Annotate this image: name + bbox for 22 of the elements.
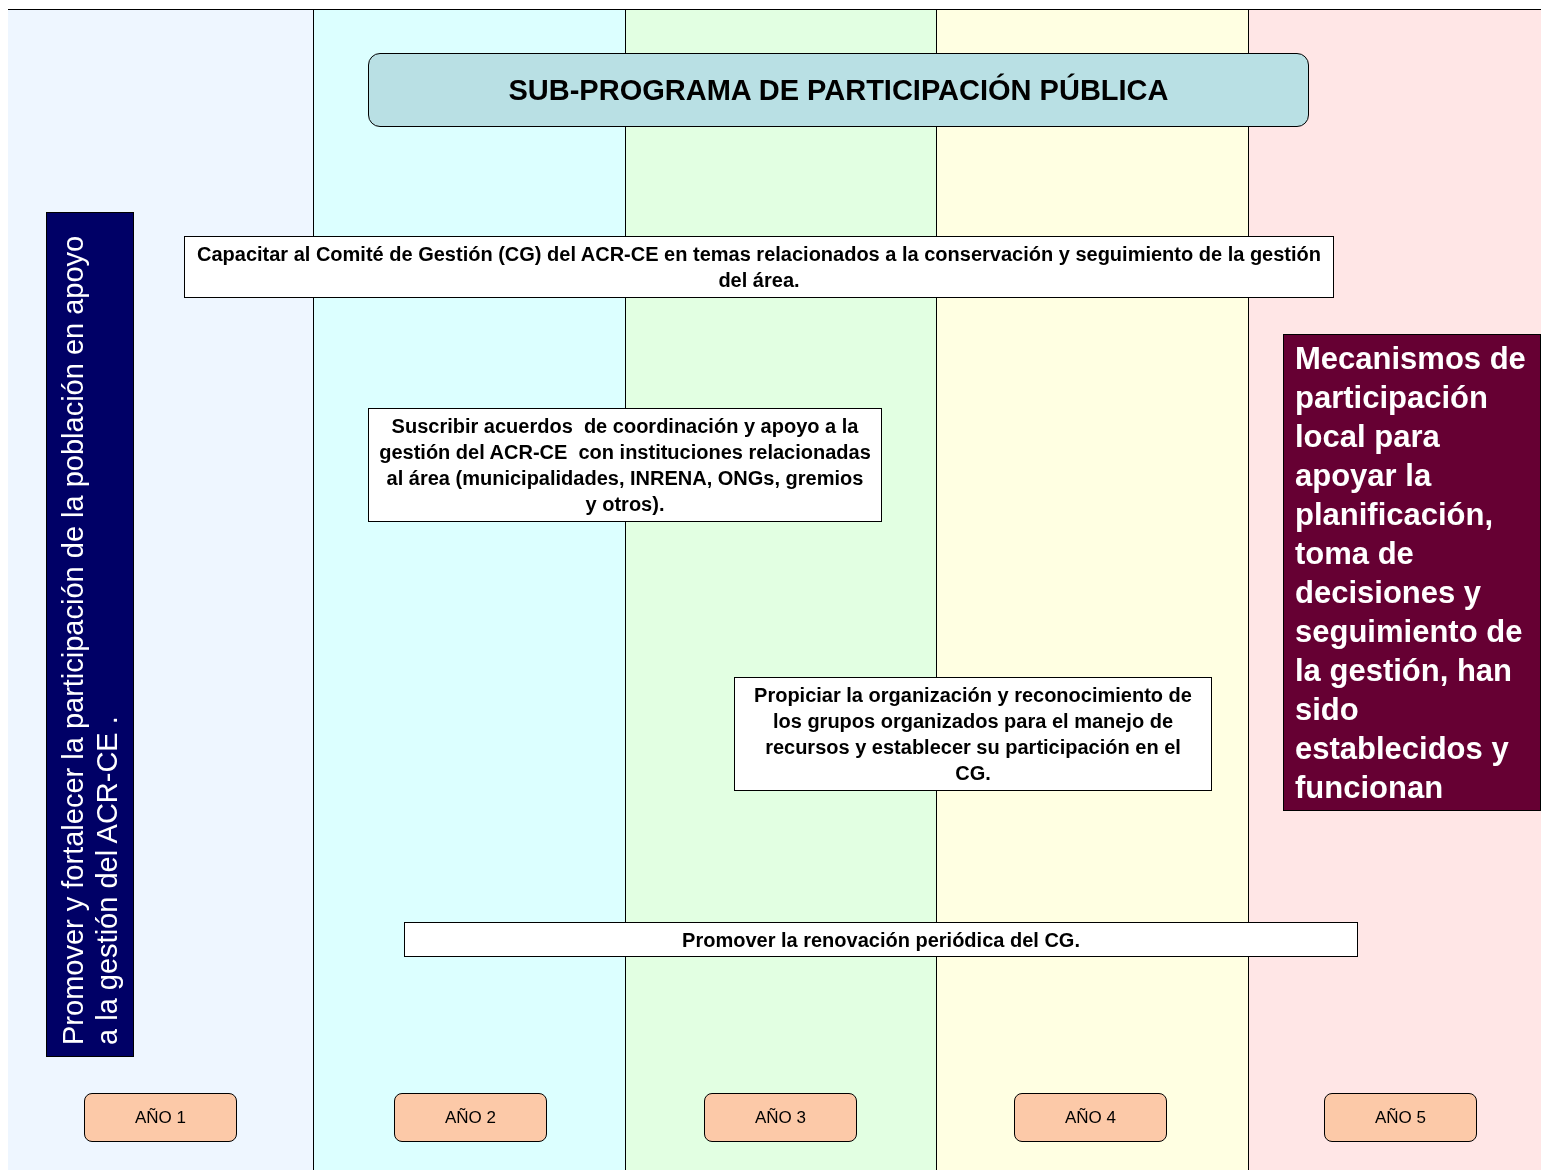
activity-box <box>734 677 1212 791</box>
statement-text: Mecanismos de participación local para apoyar la planificación, toma de decisiones y seguimiento de la gestión, han sido establecidos y funcionan <box>1295 339 1527 807</box>
title-text: SUB-PROGRAMA DE PARTICIPACIÓN PÚBLICA <box>508 73 1169 107</box>
statement-text: Promover la renovación periódica del CG. <box>682 927 1080 953</box>
year-label: AÑO 2 <box>445 1107 496 1128</box>
statement-text: Suscribir acuerdos de coordinación y apoyo a la gestión del ACR-CE con instituciones relacionadas al área (municipalidades, INRENA, ONGs, gremios y otros). <box>379 414 871 517</box>
objective-panel <box>46 212 134 1057</box>
statement-text: Capacitar al Comité de Gestión (CG) del ACR-CE en temas relacionados a la conservación y seguimiento de la gestión del área. <box>196 242 1322 293</box>
statement-text: Promover y fortalecer la participación de la población en apoyo a la gestión del ACR-CE . <box>56 234 124 1045</box>
statement-text: Propiciar la organización y reconocimiento de los grupos organizados para el manejo de recursos y establecer su participación en el CG. <box>753 683 1193 786</box>
year-tag <box>394 1093 547 1142</box>
year-tag <box>704 1093 857 1142</box>
year-tag <box>1014 1093 1167 1142</box>
year-label: AÑO 1 <box>135 1107 186 1128</box>
title-banner <box>368 53 1309 127</box>
year-label: AÑO 3 <box>755 1107 806 1128</box>
year-label: AÑO 5 <box>1375 1107 1426 1128</box>
activity-box <box>184 236 1334 298</box>
year-tag <box>1324 1093 1477 1142</box>
activity-box <box>404 922 1358 957</box>
year-label: AÑO 4 <box>1065 1107 1116 1128</box>
year-tag <box>84 1093 237 1142</box>
